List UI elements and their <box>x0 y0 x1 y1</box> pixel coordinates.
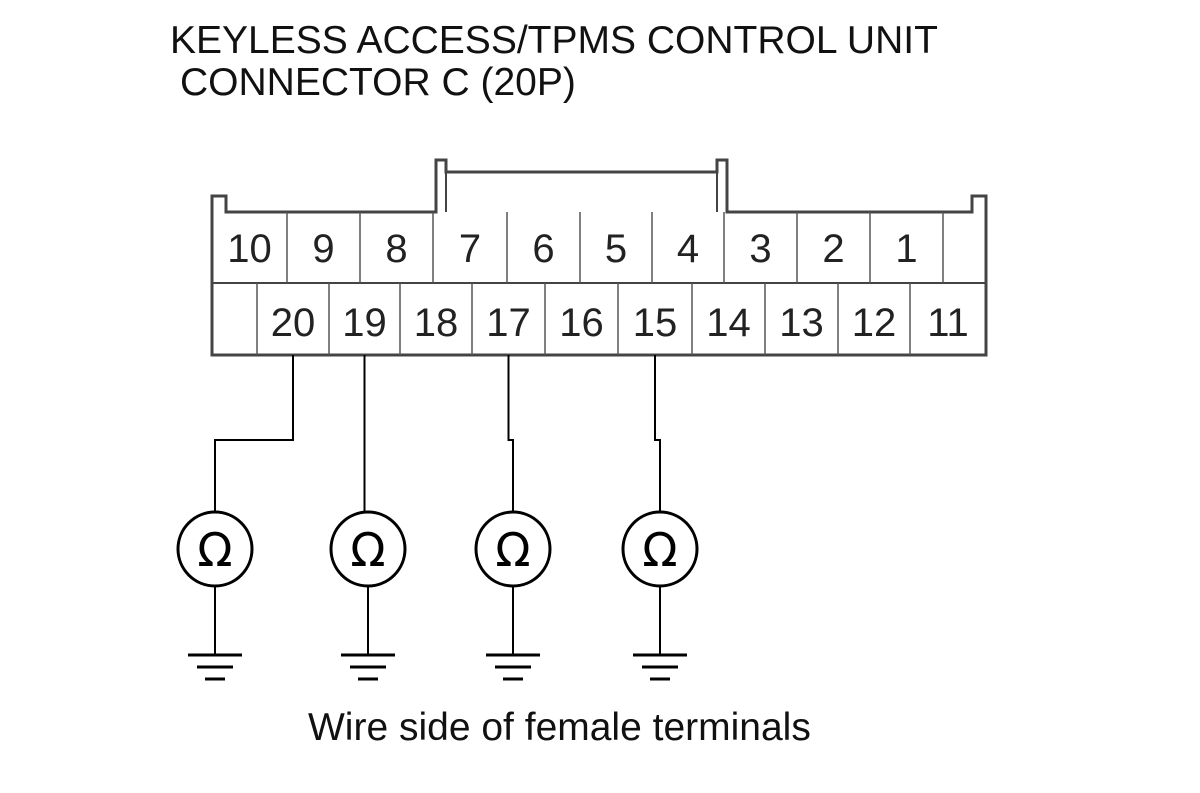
test-lead <box>507 355 514 512</box>
ground-icon <box>486 653 540 681</box>
diagram-caption: Wire side of female terminals <box>308 706 811 749</box>
pin-label-15: 15 <box>633 301 678 345</box>
pin-label-8: 8 <box>385 227 407 271</box>
pin-label-14: 14 <box>706 301 751 345</box>
pin-label-7: 7 <box>459 227 481 271</box>
ground-icon <box>633 653 687 681</box>
measurement-terminal-20: Ω <box>176 355 294 681</box>
ohm-symbol: Ω <box>350 523 385 577</box>
pin-label-16: 16 <box>559 301 604 345</box>
pin-label-19: 19 <box>342 301 387 345</box>
measurement-terminal-19: Ω <box>329 355 407 681</box>
measurement-terminal-15: Ω <box>621 355 699 681</box>
pin-label-20: 20 <box>271 301 316 345</box>
pin-label-5: 5 <box>605 227 627 271</box>
pin-label-1: 1 <box>895 227 917 271</box>
pin-label-3: 3 <box>749 227 771 271</box>
diagram-title-line-1: KEYLESS ACCESS/TPMS CONTROL UNIT <box>170 19 938 62</box>
pin-label-11: 11 <box>927 301 969 345</box>
pin-label-4: 4 <box>677 227 699 271</box>
ground-icon <box>341 653 395 681</box>
test-lead <box>214 355 294 512</box>
ground-icon <box>188 653 242 681</box>
test-lead <box>654 355 661 512</box>
diagram-title-line-2: CONNECTOR C (20P) <box>180 61 576 104</box>
pin-label-2: 2 <box>822 227 844 271</box>
pin-label-17: 17 <box>486 301 531 345</box>
pin-label-12: 12 <box>852 301 897 345</box>
ohm-symbol: Ω <box>197 523 232 577</box>
measurement-terminal-17: Ω <box>474 355 552 681</box>
connector-housing <box>210 158 988 357</box>
pin-label-18: 18 <box>414 301 459 345</box>
pin-label-13: 13 <box>779 301 824 345</box>
pin-label-6: 6 <box>532 227 554 271</box>
cell-dividers <box>256 212 944 355</box>
ohm-symbol: Ω <box>642 523 677 577</box>
pin-label-10: 10 <box>227 227 272 271</box>
ohm-symbol: Ω <box>495 523 530 577</box>
pin-label-9: 9 <box>312 227 334 271</box>
